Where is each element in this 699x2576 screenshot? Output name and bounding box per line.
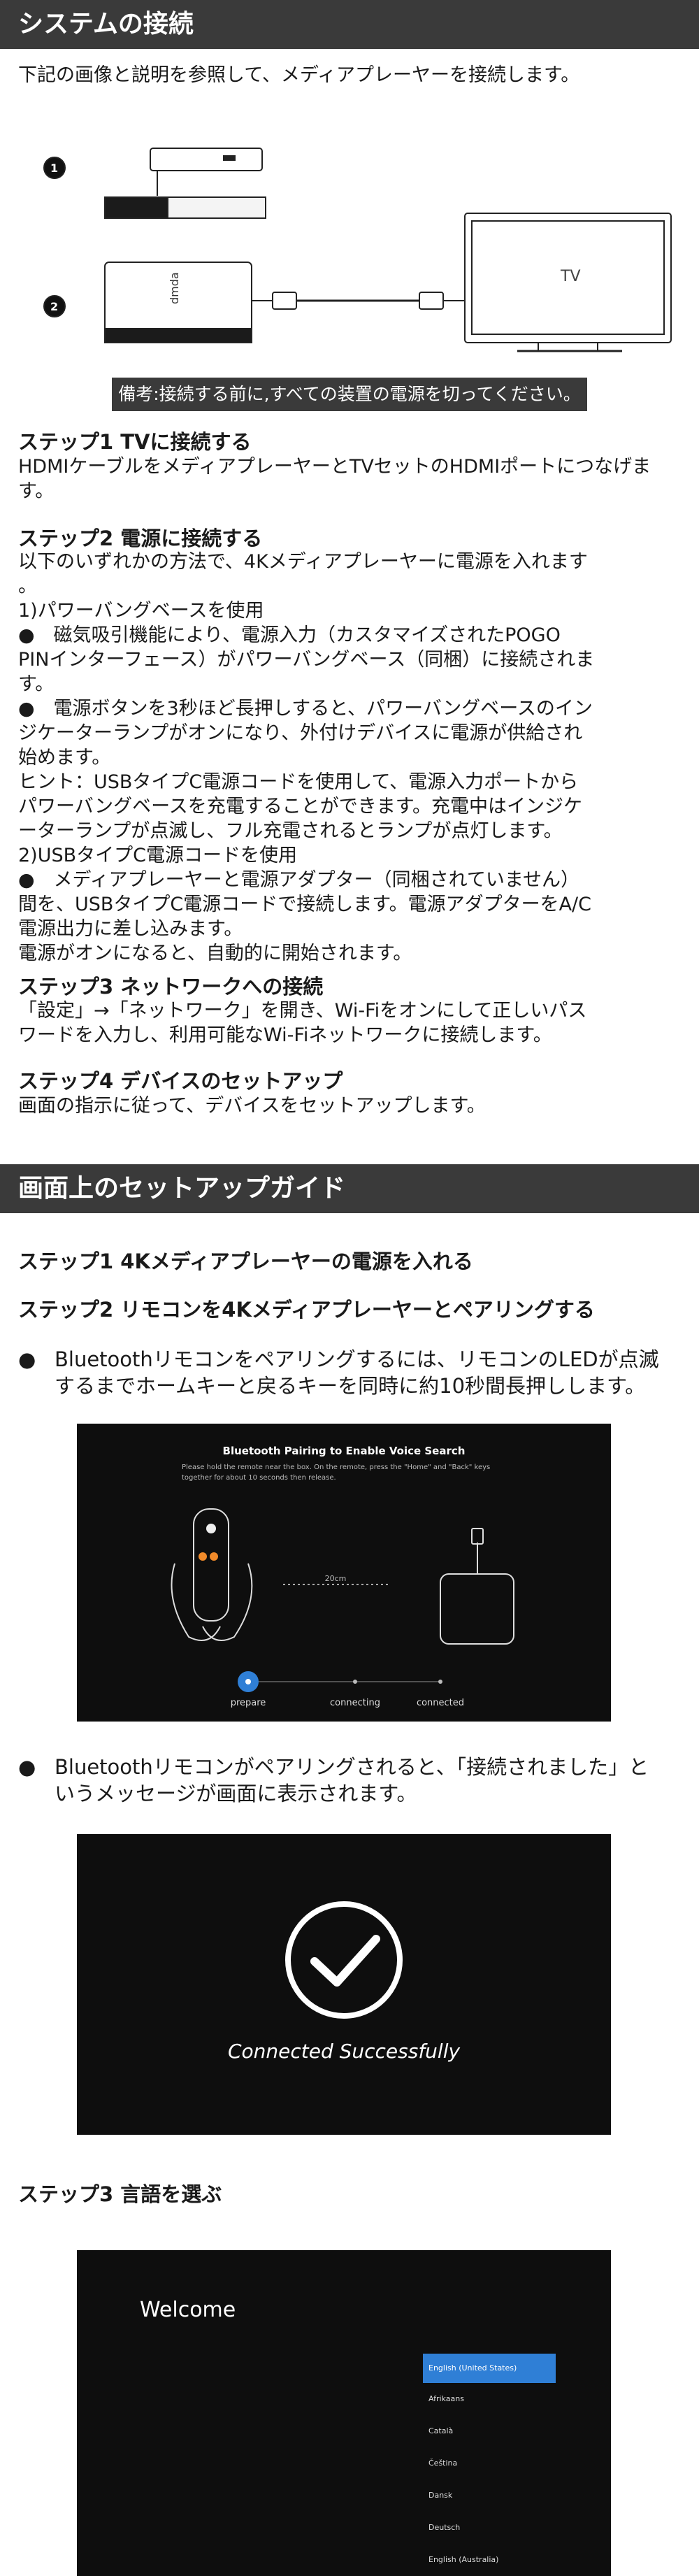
language-option[interactable]: Afrikaans — [428, 2394, 464, 2403]
language-option-selected[interactable]: English (United States) — [423, 2354, 556, 2383]
step-number-2-badge — [43, 295, 66, 317]
pairing-illustration: 20cm prepare connecting connected — [171, 1508, 514, 1708]
connected-message: Connected Successfully — [227, 2040, 461, 2063]
pairing-title: Bluetooth Pairing to Enable Voice Search — [222, 1445, 466, 1457]
step3-body: 「設定」→「ネットワーク」を開き、Wi-Fiをオンにして正しいパス ワードを入力… — [18, 1000, 587, 1046]
welcome-title: Welcome — [140, 2298, 236, 2322]
step3-heading: ステップ3 ネットワークへの接続 — [18, 975, 324, 999]
section-header-onscreen-setup: 画面上のセットアップガイド — [0, 1164, 699, 1213]
pairing-desc-1: Please hold the remote near the box. On … — [182, 1464, 491, 1471]
section-header-system-connection: システムの接続 — [0, 0, 699, 49]
progress-prepare: prepare — [231, 1698, 266, 1708]
distance-label: 20cm — [325, 1574, 347, 1583]
language-option[interactable]: Dansk — [428, 2491, 453, 2500]
language-option[interactable]: Deutsch — [428, 2523, 461, 2532]
brand-logo: dmda — [168, 272, 181, 304]
progress-connected: connected — [417, 1698, 464, 1708]
step4-body: 画面の指示に従って、デバイスをセットアップします。 — [18, 1095, 486, 1117]
connected-screen: Connected Successfully — [77, 1834, 611, 2135]
step1-body: HDMIケーブルをメディアプレーヤーとTVセットのHDMIポートにつなげます。 — [18, 456, 651, 502]
s2-step3-heading: ステップ3 言語を選ぶ — [18, 2182, 222, 2206]
hand-left-icon — [171, 1563, 221, 1641]
welcome-screen: Welcome English (United States) Afrikaan… — [77, 2250, 611, 2576]
s2-step2-heading: ステップ2 リモコンを4Kメディアプレーヤーとペアリングする — [18, 1298, 595, 1322]
step2-body: 以下のいずれかの方法で、4Kメディアプレーヤーに電源を入れます 。 1)パワーバ… — [18, 551, 595, 964]
pairing-screen: Bluetooth Pairing to Enable Voice Search… — [77, 1424, 611, 1722]
remote-icon — [193, 1508, 229, 1622]
hdmi-plug-right — [419, 292, 444, 310]
bullet-connected: ● Bluetoothリモコンがペアリングされると、「接続されました」というメッ… — [18, 1755, 649, 1805]
player-top-view — [150, 148, 263, 171]
player-device-icon — [440, 1573, 514, 1645]
pairing-desc-2: together for about 10 seconds then relea… — [182, 1474, 336, 1482]
tv-label: TV — [560, 268, 581, 285]
bullet-dot-icon: ● — [18, 1347, 36, 1371]
language-list[interactable]: English (United States) Afrikaans Català… — [423, 2354, 556, 2576]
step4-heading: ステップ4 デバイスのセットアップ — [18, 1069, 343, 1093]
step2-heading: ステップ2 電源に接続する — [18, 527, 263, 550]
progress-connecting: connecting — [330, 1698, 380, 1708]
bullet-pairing: ● Bluetoothリモコンをペアリングするには、リモコンのLEDが点滅するま… — [18, 1347, 659, 1398]
step-number-2: 2 — [50, 300, 58, 313]
s2-step1-heading: ステップ1 4Kメディアプレーヤーの電源を入れる — [18, 1250, 473, 1273]
hand-right-icon — [202, 1563, 253, 1641]
connected-illustration — [285, 1901, 403, 2019]
language-option[interactable]: Čeština — [428, 2459, 458, 2468]
note-banner: 備考:接続する前に,すべての装置の電源を切ってください。 — [112, 378, 587, 411]
language-option[interactable]: English (Australia) — [428, 2555, 499, 2564]
language-option[interactable]: Català — [428, 2426, 454, 2435]
intro-text: 下記の画像と説明を参照して、メディアプレーヤーを接続します。 — [18, 64, 580, 86]
hdmi-plug-left — [272, 292, 297, 310]
step-number-1: 1 — [50, 162, 58, 175]
bullet-dot-icon: ● — [18, 1755, 36, 1779]
step1-heading: ステップ1 TVに接続する — [18, 430, 252, 454]
check-circle-icon — [285, 1901, 403, 2019]
step-number-1-badge — [43, 157, 66, 179]
connection-diagram: 1 2 dmda TV — [43, 148, 672, 352]
